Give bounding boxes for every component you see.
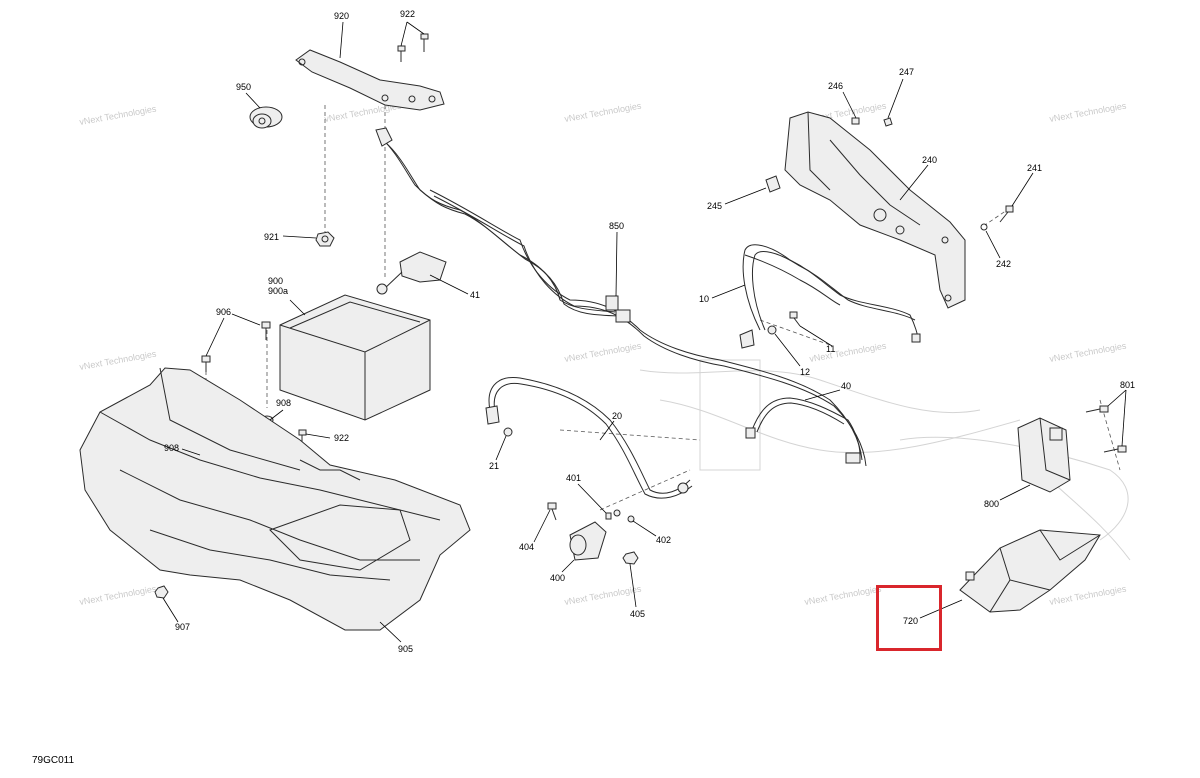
- callout-801[interactable]: 801: [1120, 380, 1135, 390]
- callout-21[interactable]: 21: [489, 461, 499, 471]
- callout-20[interactable]: 20: [612, 411, 622, 421]
- watermark: vNext Technologies: [79, 349, 158, 372]
- callout-908-lower[interactable]: 908: [164, 443, 179, 453]
- callout-921[interactable]: 921: [264, 232, 279, 242]
- harness-10[interactable]: [739, 244, 921, 349]
- watermark: vNext Technologies: [564, 341, 643, 364]
- module-800[interactable]: [1017, 417, 1071, 493]
- callout-401[interactable]: 401: [566, 473, 581, 483]
- socket-950[interactable]: [249, 106, 283, 129]
- callout-402[interactable]: 402: [656, 535, 671, 545]
- bracket-920[interactable]: [295, 49, 445, 111]
- watermark: vNext Technologies: [564, 101, 643, 124]
- bracket-240[interactable]: [784, 111, 966, 309]
- callout-400[interactable]: 400: [550, 573, 565, 583]
- tray-905[interactable]: [79, 367, 471, 631]
- callout-920[interactable]: 920: [334, 11, 349, 21]
- callout-922-lower[interactable]: 922: [334, 433, 349, 443]
- callout-906[interactable]: 906: [216, 307, 231, 317]
- leader-lines: [162, 21, 1127, 643]
- callout-247[interactable]: 247: [899, 67, 914, 77]
- callout-900a[interactable]: 900a: [268, 286, 288, 296]
- nut-921[interactable]: [315, 231, 335, 247]
- watermark: vNext Technologies: [1049, 584, 1128, 607]
- bolts-922-top[interactable]: [397, 33, 429, 62]
- callout-41[interactable]: 41: [470, 290, 480, 300]
- fasteners-11-12[interactable]: [767, 311, 801, 335]
- callout-900[interactable]: 900: [268, 276, 283, 286]
- bolts-801[interactable]: [1085, 405, 1127, 453]
- callout-950[interactable]: 950: [236, 82, 251, 92]
- callout-242[interactable]: 242: [996, 259, 1011, 269]
- drawing-code: 79GC011: [32, 755, 75, 766]
- callout-800[interactable]: 800: [984, 499, 999, 509]
- callout-850[interactable]: 850: [609, 221, 624, 231]
- callout-240[interactable]: 240: [922, 155, 937, 165]
- watermark: vNext Technologies: [1049, 101, 1128, 124]
- tail-light-720[interactable]: [959, 529, 1101, 613]
- callout-907[interactable]: 907: [175, 622, 190, 632]
- callout-246[interactable]: 246: [828, 81, 843, 91]
- callout-40[interactable]: 40: [841, 381, 851, 391]
- background-frame: [639, 359, 1131, 561]
- nut-21[interactable]: [503, 427, 513, 437]
- callout-908-upper[interactable]: 908: [276, 398, 291, 408]
- callout-905[interactable]: 905: [398, 644, 413, 654]
- cable-20[interactable]: [485, 376, 693, 499]
- callout-245[interactable]: 245: [707, 201, 722, 211]
- watermark: vNext Technologies: [804, 584, 883, 607]
- fasteners-240[interactable]: [765, 117, 1014, 231]
- callout-404[interactable]: 404: [519, 542, 534, 552]
- callout-922-top[interactable]: 922: [400, 9, 415, 19]
- solenoid-400[interactable]: [547, 502, 639, 565]
- watermark: vNext Technologies: [564, 584, 643, 607]
- callout-720[interactable]: 720: [903, 616, 918, 626]
- cable-40[interactable]: [745, 397, 861, 456]
- callout-11[interactable]: 11: [826, 344, 835, 354]
- watermark: vNext Technologies: [79, 584, 158, 607]
- watermark: vNext Technologies: [79, 104, 158, 127]
- battery-900[interactable]: [279, 294, 431, 421]
- cable-41[interactable]: [375, 127, 619, 317]
- callout-labels: 920 922 950 921 900 900a 41 906 908 922 …: [164, 9, 1135, 654]
- watermark: vNext Technologies: [809, 341, 888, 364]
- callout-12[interactable]: 12: [800, 367, 810, 377]
- highlight-box-720: [876, 585, 942, 651]
- callout-405[interactable]: 405: [630, 609, 645, 619]
- harness-850[interactable]: [429, 189, 867, 467]
- callout-10[interactable]: 10: [699, 294, 709, 304]
- watermark: vNext Technologies: [1049, 341, 1128, 364]
- callout-241[interactable]: 241: [1027, 163, 1042, 173]
